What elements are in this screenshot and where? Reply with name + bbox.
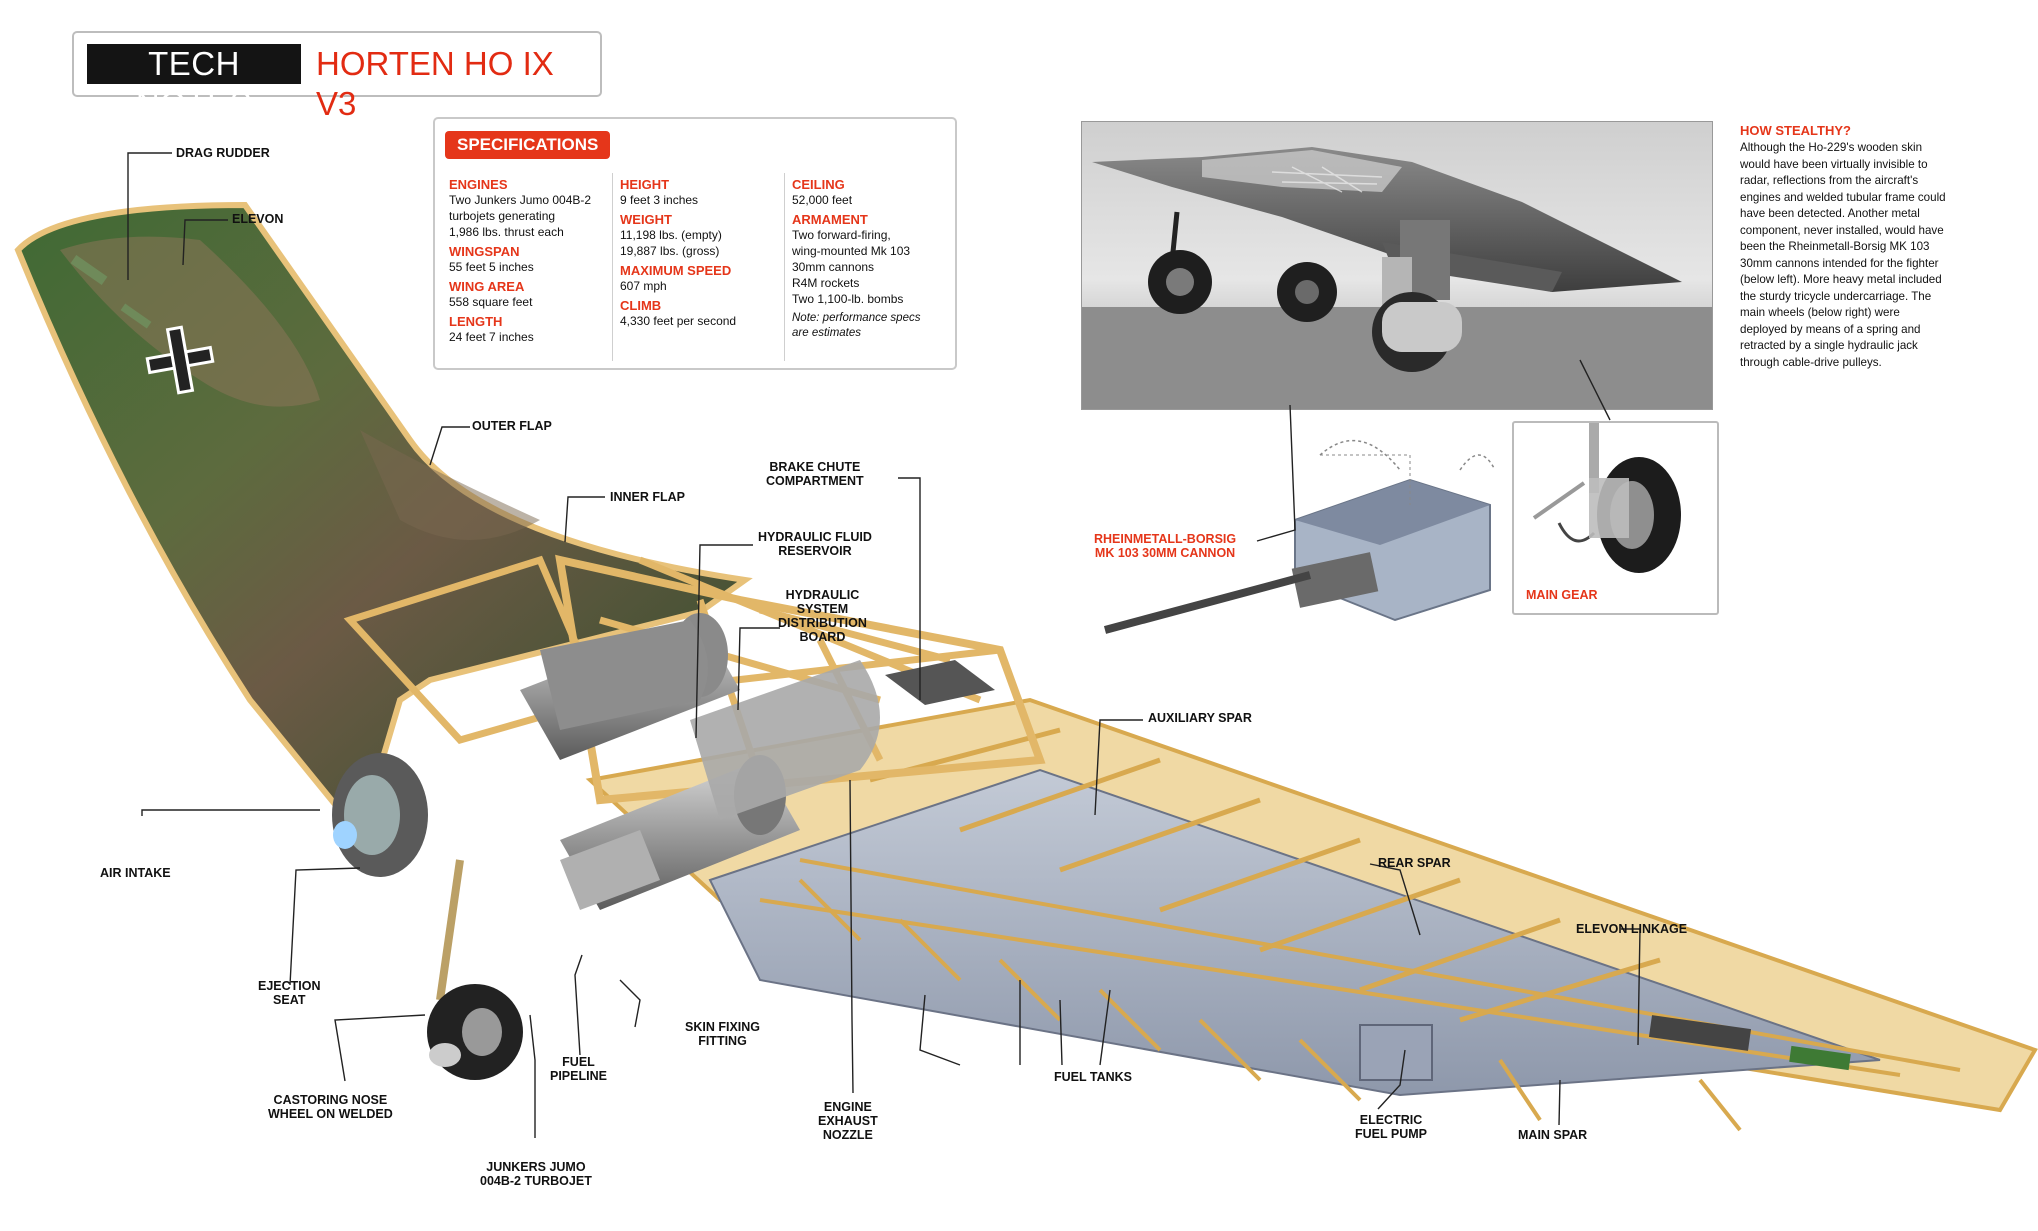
label-line: 004B-2 TURBOJET [480, 1174, 592, 1188]
label-line: ENGINE [823, 1100, 872, 1114]
stealth-heading: HOW STEALTHY? [1740, 123, 1851, 138]
stealth-sidebar: HOW STEALTHY? Although the Ho-229's wood… [1740, 123, 1948, 371]
series-label: TECH NOTES [87, 44, 301, 122]
spec-heading: ARMAMENT [792, 212, 868, 227]
spec-value: 4,330 feet per second [620, 314, 737, 328]
spec-heading: CEILING [792, 177, 845, 192]
spec-value: Two forward-firing, [792, 228, 891, 242]
label-line: CASTORING NOSE [273, 1093, 388, 1107]
spec-heading: WEIGHT [620, 212, 672, 227]
spec-value: 55 feet 5 inches [449, 260, 534, 274]
spec-value: R4M rockets [792, 276, 860, 290]
label-line: MK 103 30MM CANNON [1094, 546, 1236, 560]
label-drag-rudder: DRAG RUDDER [176, 146, 270, 160]
leader-lines [127, 152, 1641, 1138]
stealth-body: Although the Ho-229's wooden skin would … [1740, 141, 1946, 369]
main-gear-inset: MAIN GEAR [1512, 421, 1719, 615]
cross-insignia [145, 325, 215, 395]
specifications-title: SPECIFICATIONS [445, 131, 611, 159]
label-line: BRAKE CHUTE [769, 460, 861, 474]
label-line: BOARD [799, 630, 846, 644]
label-line: SYSTEM [796, 602, 849, 616]
spec-heading: ENGINES [449, 177, 508, 192]
mk103-cannon [1103, 439, 1496, 634]
label-line: PIPELINE [550, 1069, 607, 1083]
label-fuel-tanks: FUEL TANKS [1054, 1070, 1133, 1084]
label-line: HYDRAULIC [785, 588, 860, 602]
label-line: RESERVOIR [778, 544, 852, 558]
label-line: SKIN FIXING [685, 1020, 761, 1034]
label-line: JUNKERS JUMO [486, 1160, 586, 1174]
label-line: FUEL [562, 1055, 595, 1069]
spec-heading: HEIGHT [620, 177, 670, 192]
label-line: COMPARTMENT [766, 474, 864, 488]
label-inner-flap: INNER FLAP [610, 490, 685, 504]
label-line: EXHAUST [818, 1114, 878, 1128]
spec-value: 11,198 lbs. (empty) [620, 228, 722, 242]
main-gear-label: MAIN GEAR [1526, 588, 1598, 602]
label-auxiliary-spar: AUXILIARY SPAR [1148, 711, 1252, 725]
label-line: RHEINMETALL-BORSIG [1094, 532, 1237, 546]
label-rear-spar: REAR SPAR [1378, 856, 1451, 870]
spec-value: 607 mph [620, 279, 667, 293]
aircraft-title: HORTEN HO IX V3 [316, 45, 554, 122]
label-main-spar: MAIN SPAR [1518, 1128, 1588, 1142]
spec-value: 30mm cannons [792, 260, 875, 274]
spec-value: 558 square feet [449, 295, 533, 309]
spec-heading: WING AREA [449, 279, 525, 294]
ho229-photo [1081, 121, 1713, 410]
spec-heading: MAXIMUM SPEED [620, 263, 732, 278]
spec-heading: CLIMB [620, 298, 662, 313]
label-line: FITTING [698, 1034, 747, 1048]
spec-value: 24 feet 7 inches [449, 330, 534, 344]
label-line: NOZZLE [822, 1128, 873, 1142]
spec-value: Two 1,100-lb. bombs [792, 292, 904, 306]
label-line: DISTRIBUTION [778, 616, 867, 630]
label-line: ELECTRIC [1359, 1113, 1423, 1127]
spec-value: 52,000 feet [792, 193, 853, 207]
label-line: HYDRAULIC FLUID [758, 530, 872, 544]
label-line: WHEEL ON WELDED [268, 1107, 393, 1121]
spec-value: wing-mounted Mk 103 [792, 244, 911, 258]
label-line: SEAT [273, 993, 306, 1007]
label-line: EJECTION [258, 979, 321, 993]
label-line: FUEL PUMP [1355, 1127, 1427, 1141]
spec-value: Two Junkers Jumo 004B-2 [449, 193, 592, 207]
label-elevon: ELEVON [232, 212, 284, 226]
label-outer-flap: OUTER FLAP [472, 419, 552, 433]
air-intake-nose [332, 753, 428, 877]
spec-value: 9 feet 3 inches [620, 193, 699, 207]
spec-heading: WINGSPAN [449, 244, 520, 259]
spec-value: 1,986 lbs. thrust each [449, 225, 564, 239]
label-air-intake: AIR INTAKE [100, 866, 171, 880]
label-elevon-linkage: ELEVON LINKAGE [1576, 922, 1688, 936]
spec-heading: LENGTH [449, 314, 503, 329]
title-banner: TECH NOTES HORTEN HO IX V3 [72, 31, 602, 122]
spec-value: 19,887 lbs. (gross) [620, 244, 720, 258]
spec-value: turbojets generating [449, 209, 556, 223]
